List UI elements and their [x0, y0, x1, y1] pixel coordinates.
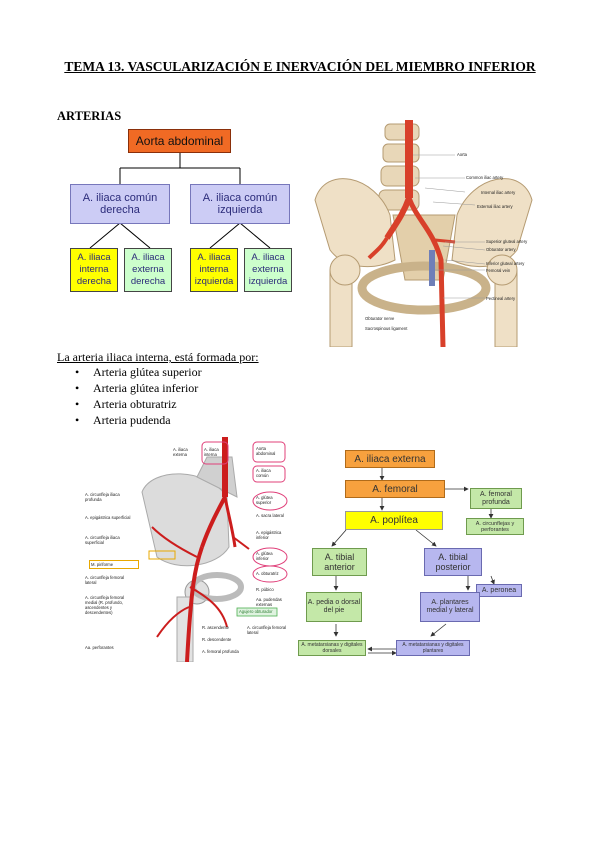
label-obturator-artery: Obturator artery	[486, 247, 516, 252]
label-pudendas-externas: Aa. pudendas externas	[256, 597, 282, 607]
label-epigastrica-inferior: A. epigástrica inferior	[256, 530, 282, 540]
label-circunfleja-femoral-lateral-right: A. circunfleja femoral lateral	[247, 625, 287, 635]
label-obturator-nerve: Obturator nerve	[365, 316, 395, 321]
label-sacra-lateral: A. sacra lateral	[256, 513, 284, 518]
label-femoral-vein: Femoral vein	[486, 268, 511, 273]
label-ascendente: R. ascendente	[202, 625, 230, 630]
list-item: Arteria pudenda	[75, 412, 202, 428]
flow-peronea: A. peronea	[476, 584, 522, 597]
iliac-tree-connectors	[89, 152, 271, 249]
label-external-iliac: External iliac artery	[477, 204, 513, 209]
flow-circunflejas: A. circunflejas y perforantes	[466, 518, 524, 535]
flow-femoral-profunda: A. femoral profunda	[470, 488, 522, 509]
label-inferior-gluteal: Inferior gluteal artery	[486, 261, 525, 266]
flow-metatarsianas-dorsales: A. metatarsianas y digitales dorsales	[298, 640, 366, 656]
iliaca-interna-derecha-box: A. iliaca interna derecha	[70, 248, 118, 292]
label-superior-gluteal: Superior gluteal artery	[486, 239, 528, 244]
label-pubico: R. púbico	[256, 587, 274, 592]
iliaca-comun-izquierda-box: A. iliaca común izquierda	[190, 184, 290, 224]
iliaca-externa-izquierda-box: A. iliaca externa izquierda	[244, 248, 292, 292]
flow-tibial-posterior: A. tibial posterior	[424, 548, 482, 576]
label-iliaca-interna: A. iliaca interna	[204, 447, 219, 457]
pelvis-arteries-illustration: Aorta Common iliac artery Internal iliac…	[305, 120, 542, 347]
label-iliaca-comun: A. iliaca común	[256, 468, 271, 478]
label-circunfleja-iliaca-superficial: A. circunfleja iliaca superficial	[85, 535, 120, 545]
label-femoral-profunda: A. femoral profunda	[202, 649, 239, 654]
aorta-box: Aorta abdominal	[128, 129, 231, 153]
flow-pedia: A. pedia o dorsal del pie	[306, 592, 362, 622]
flow-tibial-anterior: A. tibial anterior	[312, 548, 367, 576]
label-descendente: R. descendente	[202, 637, 232, 642]
flow-femoral: A. femoral	[345, 480, 445, 498]
label-internal-iliac: Internal iliac artery	[481, 190, 516, 195]
label-piriforme: M. piriforme	[89, 560, 139, 569]
list-item: Arteria glútea superior	[75, 364, 202, 380]
internal-iliac-branches-list: Arteria glútea superior Arteria glútea i…	[57, 364, 202, 428]
label-iliaca-externa-top: A. iliaca externa	[173, 447, 188, 457]
label-circunfleja-iliaca-profunda: A. circunfleja iliaca profunda	[85, 492, 120, 502]
label-aorta: Aorta	[457, 152, 468, 157]
label-agujero-obturador: Agujero obturador	[239, 609, 273, 614]
hip-arteries-illustration: A. circunfleja iliaca profunda A. epigás…	[57, 437, 294, 662]
iliaca-comun-derecha-box: A. iliaca común derecha	[70, 184, 170, 224]
flowchart-connectors	[331, 468, 495, 656]
flow-plantares: A. plantares medial y lateral	[420, 592, 480, 622]
label-sacrospinous: Sacrospinous ligament	[365, 326, 408, 331]
list-item: Arteria glútea inferior	[75, 380, 202, 396]
label-epigastrica-superficial: A. epigástrica superficial	[85, 515, 131, 520]
label-circunfleja-femoral-medial: A. circunfleja femoral medial (R. profun…	[85, 595, 125, 615]
intro-text: La arteria iliaca interna, está formada …	[57, 350, 259, 364]
list-item: Arteria obturatriz	[75, 396, 202, 412]
label-aorta-abdominal: Aorta abdominal	[256, 446, 276, 456]
label-common-iliac: Common iliac artery	[466, 175, 504, 180]
page-title: TEMA 13. VASCULARIZACIÓN E INERVACIÓN DE…	[64, 59, 536, 74]
label-circunfleja-femoral-lateral-left: A. circunfleja femoral lateral	[85, 575, 125, 585]
label-perforantes: Aa. perforantes	[85, 645, 114, 650]
section-heading: ARTERIAS	[57, 109, 122, 123]
label-glutea-superior: A. glútea superior	[256, 495, 273, 505]
flow-metatarsianas-plantares: A. metatarsianas y digitales plantares	[396, 640, 470, 656]
flow-iliaca-externa: A. iliaca externa	[345, 450, 435, 468]
label-pectineal: Pectineal artery	[486, 296, 516, 301]
iliaca-interna-izquierda-box: A. iliaca interna izquierda	[190, 248, 238, 292]
iliaca-externa-derecha-box: A. iliaca externa derecha	[124, 248, 172, 292]
label-glutea-inferior: A. glútea inferior	[256, 551, 273, 561]
flow-poplitea: A. poplítea	[345, 511, 443, 530]
label-obturatriz: A. obturatriz	[256, 571, 279, 576]
